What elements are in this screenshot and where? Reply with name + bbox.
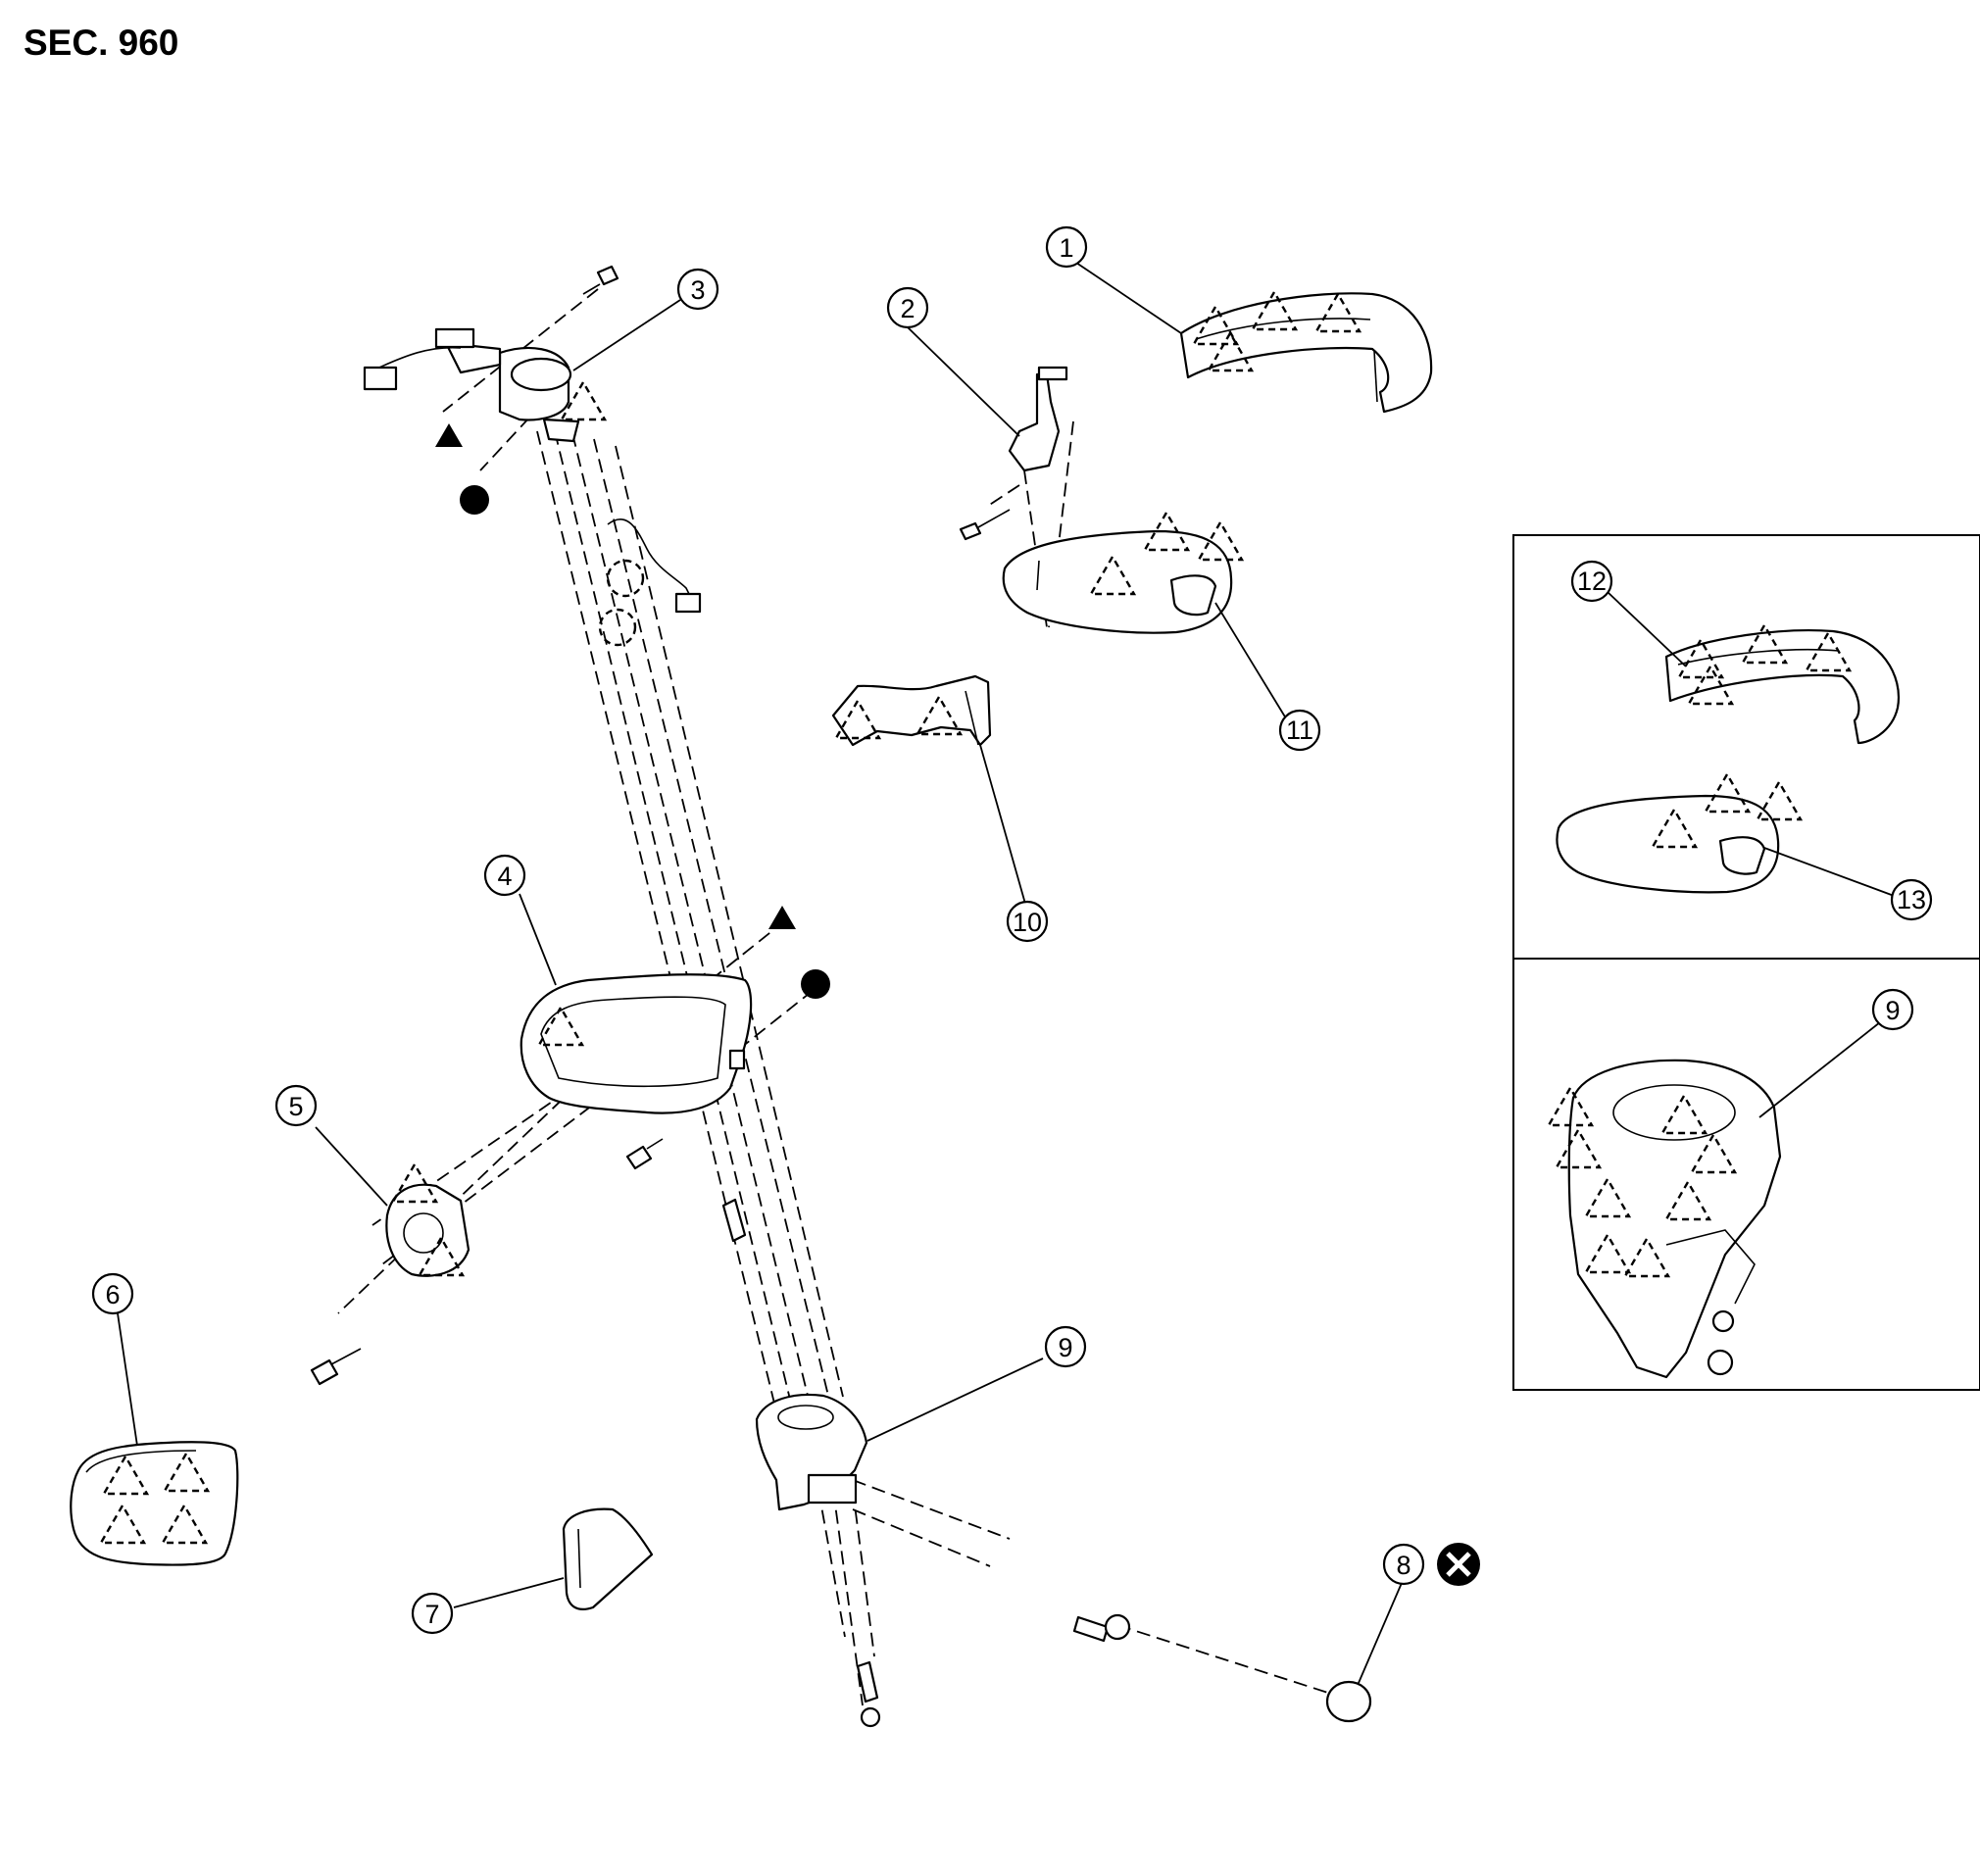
part-4-mirror-housing	[520, 973, 753, 1243]
svg-text:3: 3	[690, 275, 705, 305]
pawl-clip-circle	[598, 608, 637, 647]
metal-clip-triangle	[559, 379, 608, 421]
part-10-bracket	[831, 674, 992, 747]
metal-clip-triangles	[98, 289, 1853, 1545]
inset-part-12-cover	[1664, 629, 1901, 745]
metal-clip-triangle	[1659, 1093, 1708, 1135]
svg-text:2: 2	[900, 294, 915, 323]
callout-1: 1	[1045, 225, 1088, 269]
svg-text:9: 9	[1885, 996, 1900, 1025]
callout-9: 9	[1044, 1325, 1087, 1368]
svg-text:13: 13	[1897, 885, 1926, 914]
metal-clip-triangle	[1142, 510, 1191, 552]
part-9-mirror-base	[755, 1393, 1131, 1728]
metal-clip-triangle	[1088, 554, 1137, 596]
svg-text:6: 6	[105, 1280, 120, 1309]
inset-frame-base	[1512, 958, 1980, 1391]
metal-clip-triangle	[417, 1235, 466, 1277]
callout-circles: 1 2 3 4 5 6 7 8 9 10 11 12 13 9	[91, 225, 1933, 1635]
metal-clip-triangle	[1804, 630, 1853, 672]
metal-clip-triangle	[1546, 1085, 1595, 1127]
svg-text:8: 8	[1396, 1551, 1411, 1580]
metal-clip-triangle	[98, 1503, 147, 1545]
callout-5: 5	[274, 1084, 318, 1127]
svg-text:7: 7	[424, 1600, 439, 1629]
filled-triangle-marker	[435, 423, 463, 447]
filled-circle-marker	[460, 485, 489, 515]
callout-6: 6	[91, 1272, 134, 1315]
svg-text:5: 5	[288, 1092, 303, 1121]
callout-8: 8	[1382, 1543, 1425, 1586]
metal-clip-triangle	[1703, 771, 1752, 814]
reference-markers	[435, 423, 830, 999]
callout-13: 13	[1890, 878, 1933, 921]
metal-clip-triangle	[1196, 519, 1245, 562]
svg-text:11: 11	[1286, 716, 1313, 745]
filled-circle-marker	[801, 969, 830, 999]
metal-clip-triangle	[1250, 289, 1299, 331]
metal-clip-triangle	[1689, 1132, 1738, 1174]
metal-clip-triangle	[1191, 304, 1240, 346]
callout-12: 12	[1570, 560, 1613, 603]
metal-clip-triangle	[101, 1454, 150, 1496]
metal-clip-triangle	[1554, 1127, 1603, 1169]
part-1-mirror-cover	[1179, 292, 1433, 414]
metal-clip-triangle	[1663, 1179, 1712, 1221]
metal-clip-triangle	[1583, 1232, 1632, 1274]
metal-clip-triangle	[1755, 779, 1804, 821]
metal-clip-triangle	[160, 1503, 209, 1545]
assembly-guide-lines	[337, 288, 1332, 1706]
callout-3: 3	[676, 268, 719, 311]
part-8-cap	[1325, 1680, 1372, 1723]
metal-clip-triangle	[1313, 291, 1362, 333]
metal-clip-triangle	[1206, 330, 1255, 372]
part-11-lower-cover	[1002, 529, 1233, 634]
metal-clip-triangle	[390, 1161, 439, 1204]
callout-4: 4	[483, 854, 526, 897]
svg-text:10: 10	[1013, 908, 1042, 937]
callout-10: 10	[1006, 900, 1049, 943]
metal-clip-triangle	[162, 1451, 211, 1493]
metal-clip-triangle	[915, 694, 964, 736]
part-6-mirror-glass	[70, 1441, 239, 1566]
svg-text:12: 12	[1577, 567, 1607, 596]
pawl-clip-circle	[606, 559, 645, 598]
part-5-actuator	[310, 1183, 470, 1386]
inset-part-13-lower-cover	[1556, 794, 1780, 894]
metal-clip-triangle	[1740, 622, 1789, 665]
callout-7: 7	[411, 1592, 454, 1635]
metal-clip-triangle	[1650, 807, 1699, 849]
svg-text:9: 9	[1058, 1333, 1072, 1362]
metal-clip-triangle	[833, 698, 882, 740]
part-2-turn-signal-lamp	[959, 366, 1068, 541]
svg-text:4: 4	[497, 862, 512, 891]
harness	[607, 518, 702, 614]
callout-2: 2	[886, 286, 929, 329]
section-label: SEC. 960	[24, 23, 178, 63]
part-3-folding-unit	[363, 265, 619, 443]
part-7-base-cover	[562, 1507, 654, 1610]
filled-triangle-marker	[768, 906, 796, 929]
pawl-clip-circles	[598, 559, 645, 647]
callout-leaders	[117, 262, 1898, 1684]
svg-text:1: 1	[1059, 233, 1073, 263]
do-not-reuse-x-icon	[1437, 1543, 1480, 1586]
callout-11: 11	[1278, 709, 1321, 752]
metal-clip-triangle	[1676, 637, 1725, 679]
metal-clip-triangle	[1622, 1236, 1671, 1278]
metal-clip-triangle	[1686, 664, 1735, 706]
metal-clip-triangle	[536, 1005, 585, 1047]
inset-panels	[1512, 534, 1980, 1391]
metal-clip-triangle	[1583, 1176, 1632, 1218]
callout-9-inset: 9	[1871, 988, 1914, 1031]
